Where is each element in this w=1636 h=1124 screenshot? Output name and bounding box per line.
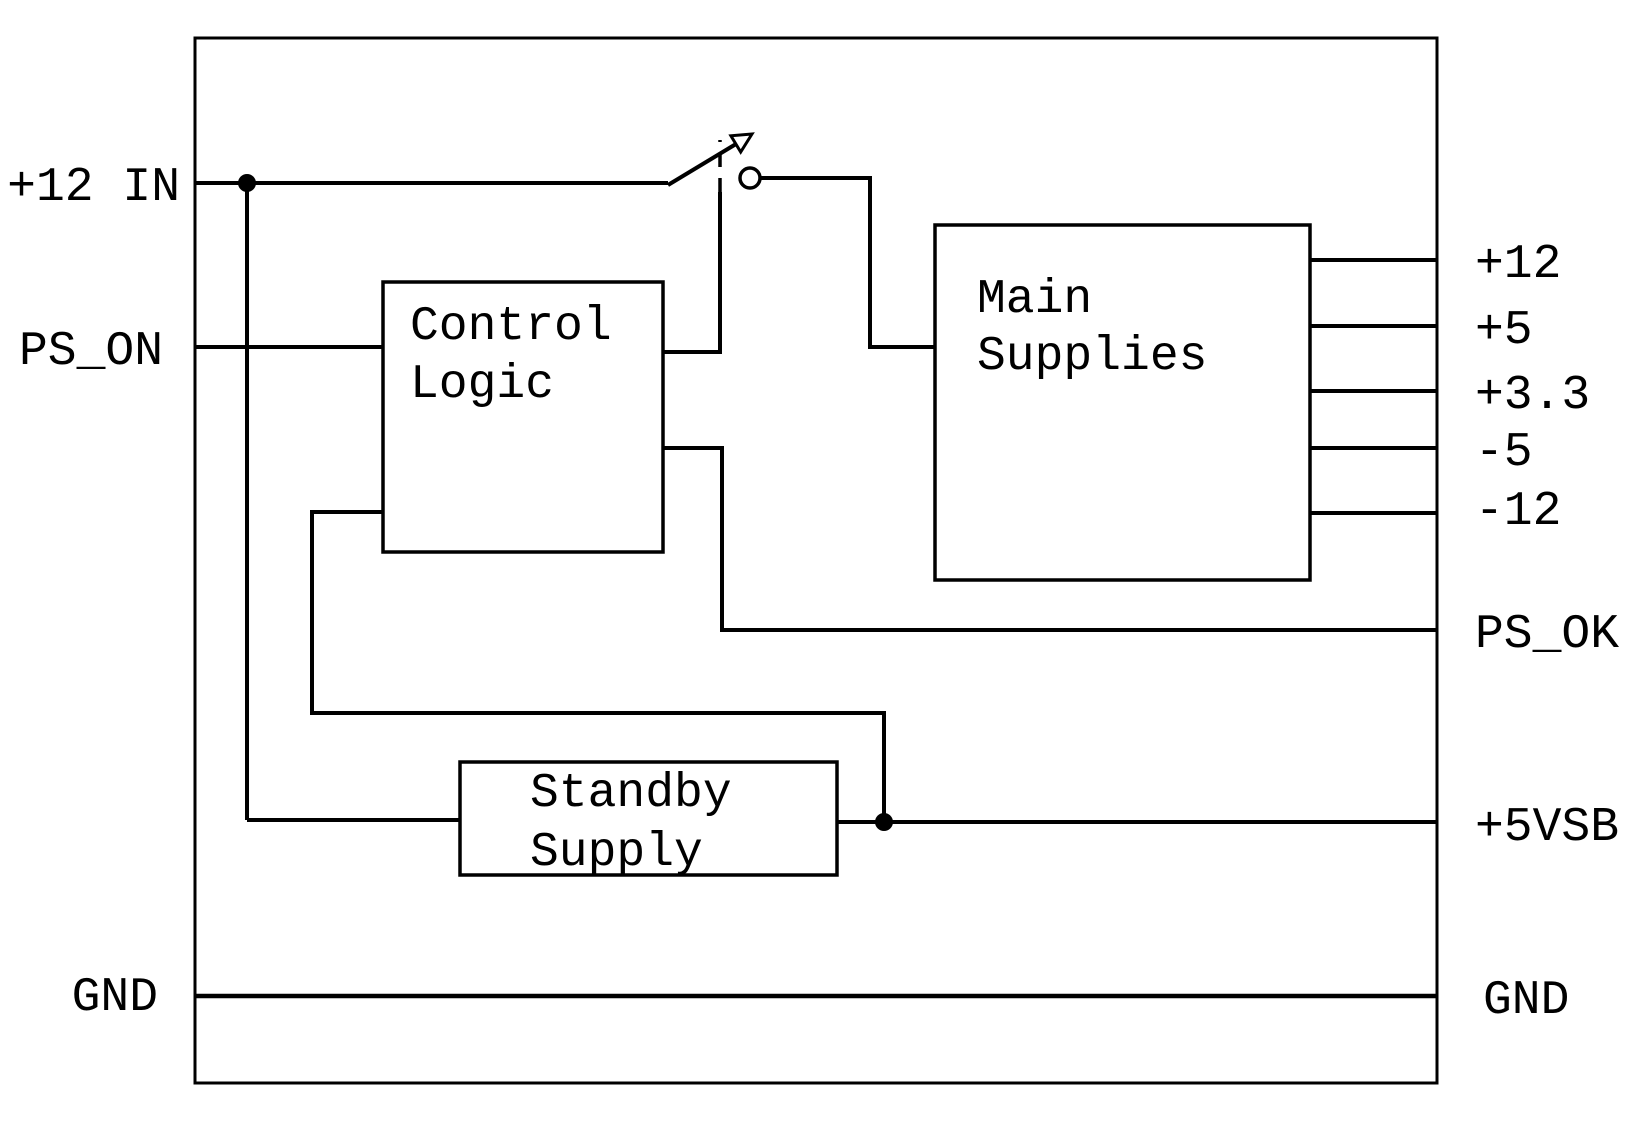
switch-lever	[666, 142, 738, 187]
standby-supply-label-line2: Supply	[530, 826, 703, 880]
port-label-minus12: -12	[1475, 485, 1561, 539]
main-supplies-label-line1: Main	[977, 273, 1092, 327]
switch-contact-circle	[738, 166, 762, 190]
wire-ps-ok	[663, 446, 1437, 632]
port-label-gnd-right: GND	[1483, 974, 1569, 1028]
port-label-gnd-left: GND	[72, 971, 158, 1025]
power-switch-icon	[663, 132, 762, 354]
port-label-plus3v3: +3.3	[1475, 369, 1590, 423]
port-label-plus5: +5	[1475, 304, 1533, 358]
switch-lever-arrowhead-icon	[728, 132, 755, 155]
main-supplies-box	[933, 223, 1312, 582]
port-label-minus5: -5	[1475, 426, 1533, 480]
port-label-plus5vsb: +5VSB	[1475, 801, 1619, 855]
control-logic-label-line2: Logic	[410, 358, 554, 412]
port-label-plus12: +12	[1475, 238, 1561, 292]
control-logic-box	[381, 280, 665, 554]
port-label-ps-ok: PS_OK	[1475, 608, 1619, 662]
port-label-plus12-in: +12 IN	[7, 161, 180, 215]
wire-main-supplies-input	[760, 176, 935, 349]
port-label-ps-on: PS_ON	[19, 325, 163, 379]
main-supplies-label-line2: Supplies	[977, 330, 1207, 384]
wire-standby-feedback	[310, 510, 886, 822]
control-logic-label-line1: Control	[410, 300, 612, 354]
standby-supply-box	[458, 760, 839, 877]
standby-supply-label-line1: Standby	[530, 767, 732, 821]
junction-dot-plus12	[238, 174, 256, 192]
wire-switch-control	[663, 192, 722, 354]
